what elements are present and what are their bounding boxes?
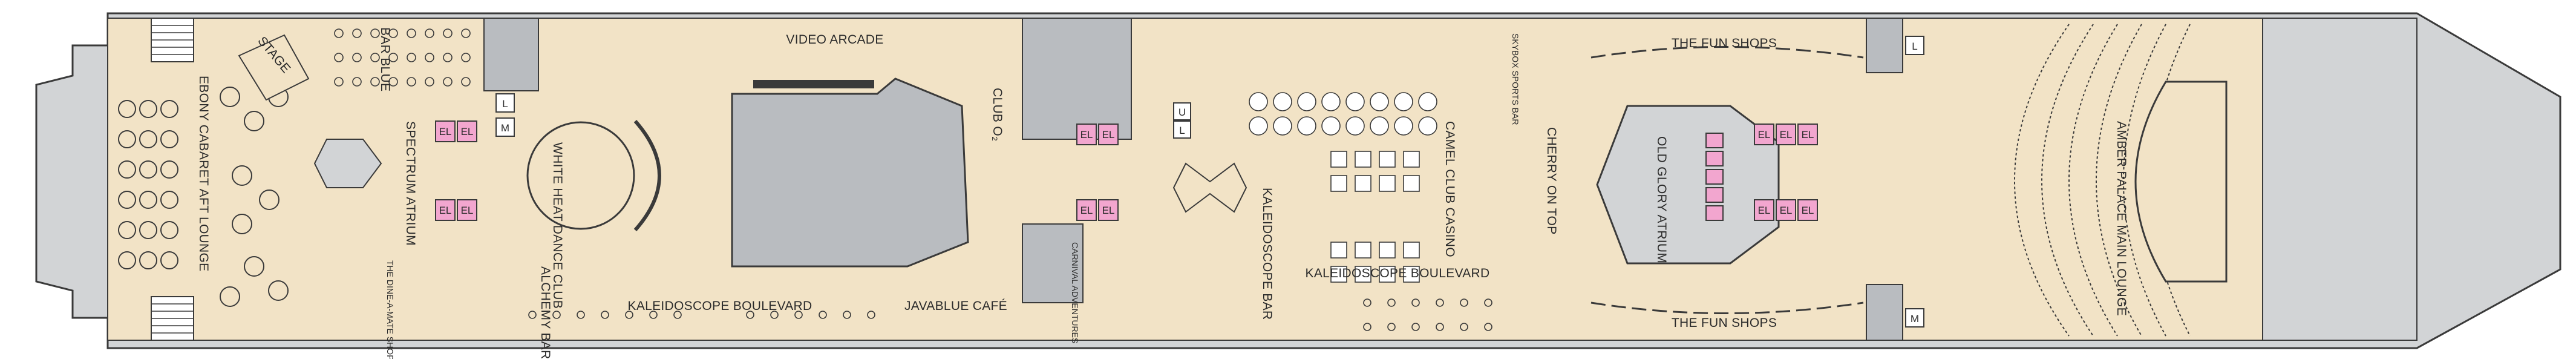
lift-m-box [495, 117, 515, 137]
elevator-label: EL [1080, 205, 1093, 216]
elevator-label: EL [1758, 205, 1771, 216]
elevator-label: EL [1758, 129, 1771, 140]
white-heat-dance-floor [526, 121, 635, 230]
ebony-seating [118, 87, 289, 307]
service-area-2 [1022, 18, 1132, 140]
label-fun-shops-top[interactable]: THE FUN SHOPS [1672, 36, 1777, 50]
amber-palace-stage [2134, 81, 2228, 283]
label-dine-a-mate-shop[interactable]: THE DINE-A-MATE SHOP [385, 260, 395, 359]
label-spectrum-atrium[interactable]: SPECTRUM ATRIUM [404, 121, 417, 246]
lift-l-box [495, 93, 515, 113]
elevator-label: EL [461, 126, 474, 137]
label-kaleidoscope-bar[interactable]: KALEIDOSCOPE BAR [1260, 188, 1274, 320]
lift-m-box-2 [1905, 308, 1924, 328]
service-area-6 [2262, 18, 2417, 341]
amber-palace-seating [2014, 24, 2191, 337]
white-heat-bar [633, 120, 661, 231]
video-arcade-room [731, 77, 969, 268]
service-area-3 [1022, 223, 1084, 303]
label-white-heat[interactable]: WHITE HEAT DANCE CLUB [551, 142, 564, 309]
lift-m-label-2: M [1911, 313, 1919, 324]
lift-l-label: L [502, 98, 508, 110]
label-club-o2[interactable]: CLUB O₂ [990, 88, 1004, 141]
label-fun-shops-bottom[interactable]: THE FUN SHOPS [1672, 316, 1777, 330]
label-bar-blue[interactable]: BAR BLUE [378, 27, 392, 91]
lift-u-label: U [1178, 107, 1186, 118]
label-kaleidoscope-boulevard-left[interactable]: KALEIDOSCOPE BOULEVARD [628, 299, 812, 313]
label-skybox-sports-bar[interactable]: SKYBOX SPORTS BAR [1511, 33, 1520, 125]
elevator-label: EL [1080, 129, 1093, 140]
elevator-label: EL [1802, 129, 1814, 140]
service-area-1 [483, 18, 539, 91]
casino-tables [1249, 92, 1437, 283]
old-glory-atrium-void [1596, 105, 1780, 265]
label-carnival-adventures[interactable]: CARNIVAL ADVENTURES [1070, 242, 1080, 343]
elevator-bank-spectrum-bottom[interactable]: EL EL [435, 199, 477, 221]
label-ebony-cabaret[interactable]: EBONY CABARET AFT LOUNGE [197, 76, 211, 271]
label-cherry-on-top[interactable]: CHERRY ON TOP [1545, 127, 1558, 234]
elevator-label: EL [439, 205, 452, 216]
label-amber-palace[interactable]: AMBER PALACE MAIN LOUNGE [2114, 121, 2128, 316]
elevator-bank-atrium-bottom[interactable]: EL EL EL [1754, 199, 1818, 221]
service-area-5 [1866, 284, 1903, 341]
elevator-label: EL [1780, 129, 1793, 140]
lift-u-box [1173, 102, 1191, 120]
label-alchemy-bar[interactable]: ALCHEMY BAR [538, 266, 552, 359]
atrium-elevators [1705, 133, 1724, 221]
fun-shops-bottom-wall [1590, 301, 1864, 314]
lift-m-label: M [501, 122, 509, 134]
label-old-glory-atrium[interactable]: OLD GLORY ATRIUM [1655, 136, 1669, 263]
elevator-label: EL [1102, 129, 1115, 140]
boulevard-seating [528, 298, 1492, 331]
service-area-4 [1866, 18, 1903, 73]
lift-l-label-2: L [1179, 125, 1185, 136]
fun-shops-top-wall [1590, 46, 1864, 59]
spectrum-atrium-void [313, 139, 382, 188]
lift-l-box-3 [1905, 36, 1924, 55]
elevator-bank-club-top[interactable]: EL EL [1076, 124, 1119, 145]
label-kaleidoscope-boulevard-right[interactable]: KALEIDOSCOPE BOULEVARD [1306, 266, 1490, 280]
video-arcade-machines [753, 80, 874, 88]
label-video-arcade[interactable]: VIDEO ARCADE [786, 33, 883, 47]
label-camel-club-casino[interactable]: CAMEL CLUB CASINO [1443, 121, 1457, 257]
elevator-bank-spectrum-top[interactable]: EL EL [435, 120, 477, 142]
elevator-label: EL [1802, 205, 1814, 216]
elevator-label: EL [439, 126, 452, 137]
elevator-bank-atrium-top[interactable]: EL EL EL [1754, 124, 1818, 145]
elevator-label: EL [1780, 205, 1793, 216]
elevator-label: EL [1102, 205, 1115, 216]
kaleidoscope-bar-motif [1172, 162, 1247, 213]
lift-l-box-2 [1173, 120, 1191, 139]
bar-blue-seating [334, 28, 471, 87]
lift-l-label-3: L [1912, 41, 1917, 52]
elevator-label: EL [461, 205, 474, 216]
elevator-bank-club-bottom[interactable]: EL EL [1076, 199, 1119, 221]
label-javablue-cafe[interactable]: JAVABLUE CAFÉ [904, 299, 1007, 313]
stage [238, 34, 310, 101]
